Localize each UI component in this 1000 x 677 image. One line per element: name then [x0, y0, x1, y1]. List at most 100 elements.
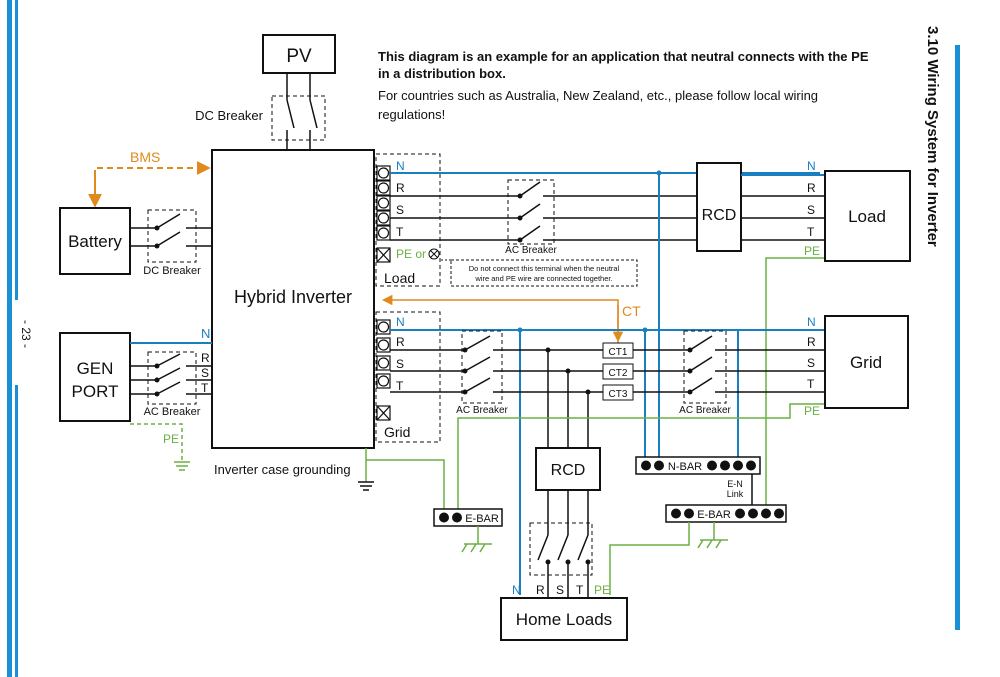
home-pe-label: PE: [594, 583, 610, 597]
case-to-ebar-wire: [366, 459, 445, 512]
ac-breaker-load: [507, 179, 555, 245]
load-box: [824, 170, 911, 262]
grid-t-label: T: [396, 379, 404, 393]
ac-breaker-gen: [147, 351, 197, 405]
page-edge-bar-inner-bottom: [15, 385, 18, 677]
dc-breaker-pv-label: DC Breaker: [195, 108, 264, 123]
page-number: - 23 -: [15, 320, 37, 370]
load-pe-or-label: PE or: [396, 247, 426, 261]
gen-phase-wires: [130, 353, 212, 395]
dc-breaker-battery-label: DC Breaker: [143, 265, 201, 277]
grid-terminals: [376, 319, 391, 421]
home-r-label: R: [536, 583, 545, 597]
gen-port-box: [59, 332, 131, 422]
load-terminals: [376, 165, 391, 263]
e-bar-right: [665, 504, 787, 523]
hybrid-inverter-label: Hybrid Inverter: [234, 287, 352, 307]
e-bar-left: [433, 508, 503, 527]
ct2-label: CT2: [609, 368, 628, 379]
home-s-label: S: [556, 583, 564, 597]
grid-box-label: Grid: [850, 353, 882, 372]
case-ground-icon: [358, 481, 374, 491]
load-phase-wires: [390, 181, 697, 241]
load-side-t: T: [807, 225, 815, 239]
rcd-to-load-wires: [741, 195, 825, 241]
hybrid-inverter-box: [211, 149, 375, 449]
note-title: This diagram is an example for an applic…: [378, 49, 869, 81]
ac-breaker-gen-label: AC Breaker: [144, 406, 201, 418]
dc-breaker-battery: [147, 209, 197, 263]
grid-side-pe: PE: [804, 404, 820, 418]
bms-line: [94, 161, 211, 206]
grid-pe-wire: [457, 403, 825, 512]
gen-pe-wire: [130, 423, 183, 462]
load-pe-wire: [765, 257, 825, 505]
grid-side-t: T: [807, 377, 815, 391]
load-s-label: S: [396, 203, 404, 217]
n-bar-label: N-BAR: [668, 461, 702, 473]
ct1-label: CT1: [609, 347, 628, 358]
gen-n-label: N: [201, 326, 210, 341]
ct3-label: CT3: [609, 389, 628, 400]
page-number-text: - 23 -: [19, 320, 33, 349]
gen-port-label-1: GEN: [77, 359, 114, 378]
rcd-top-box: [696, 162, 742, 252]
case-grounding-label: Inverter case grounding: [214, 462, 351, 477]
home-n-label: N: [512, 583, 521, 597]
battery-label: Battery: [68, 232, 122, 251]
load-terminal-group: [375, 153, 441, 287]
warning-text-2: wire and PE wire are connected together.: [474, 274, 612, 283]
grid-r-label: R: [396, 335, 405, 349]
section-title: 3.10 Wiring System for Inverter: [921, 26, 943, 286]
grid-n-label: N: [396, 315, 405, 329]
e-bar-right-label: E-BAR: [697, 509, 731, 521]
grid-box: [824, 315, 909, 409]
rcd-top-label: RCD: [702, 207, 737, 224]
ac-breaker-grid-left-label: AC Breaker: [456, 405, 508, 416]
load-side-n: N: [807, 159, 816, 173]
load-n-label: N: [396, 159, 405, 173]
section-title-text: 3.10 Wiring System for Inverter: [924, 26, 941, 247]
load-box-label: Load: [848, 207, 886, 226]
grid-port-label: Grid: [384, 424, 410, 440]
ac-breaker-grid-right: [683, 330, 727, 404]
load-side-s: S: [807, 203, 815, 217]
pv-switches: [286, 73, 318, 150]
home-t-label: T: [576, 583, 584, 597]
ct1-box: [602, 342, 634, 359]
pv-label: PV: [286, 46, 312, 67]
grid-side-s: S: [807, 356, 815, 370]
rcd-bottom-label: RCD: [551, 462, 586, 479]
load-r-label: R: [396, 181, 405, 195]
home-loads-label: Home Loads: [516, 610, 612, 629]
grid-terminal-group: [375, 311, 441, 443]
battery-box: [59, 207, 131, 275]
page-edge-bar-outer: [7, 0, 12, 677]
left-ground-icon: [461, 526, 492, 553]
home-loads-box: [500, 597, 628, 641]
ac-breaker-home: [529, 522, 593, 576]
home-pe-wire: [609, 522, 690, 595]
side-accent-bar: [955, 45, 960, 630]
warning-box: [450, 259, 638, 287]
ct-label: CT: [622, 303, 641, 319]
en-link-label-2: Link: [727, 489, 744, 499]
battery-wires: [130, 213, 212, 247]
en-link-label-1: E-N: [727, 479, 743, 489]
right-ground-icon: [697, 522, 728, 549]
load-port-label: Load: [384, 270, 415, 286]
gen-ground-icon: [174, 461, 190, 471]
e-bar-left-label: E-BAR: [465, 513, 499, 525]
rcd-bottom-box: [535, 447, 601, 491]
bms-label: BMS: [130, 149, 160, 165]
load-side-pe: PE: [804, 244, 820, 258]
note-body: For countries such as Australia, New Zea…: [378, 88, 819, 122]
load-side-r: R: [807, 181, 816, 195]
grid-side-n: N: [807, 315, 816, 329]
grid-s-label: S: [396, 357, 404, 371]
gen-pe-label: PE: [163, 432, 179, 446]
ct3-box: [602, 384, 634, 401]
ac-breaker-grid-right-label: AC Breaker: [679, 405, 731, 416]
gen-r-label: R: [201, 351, 210, 365]
